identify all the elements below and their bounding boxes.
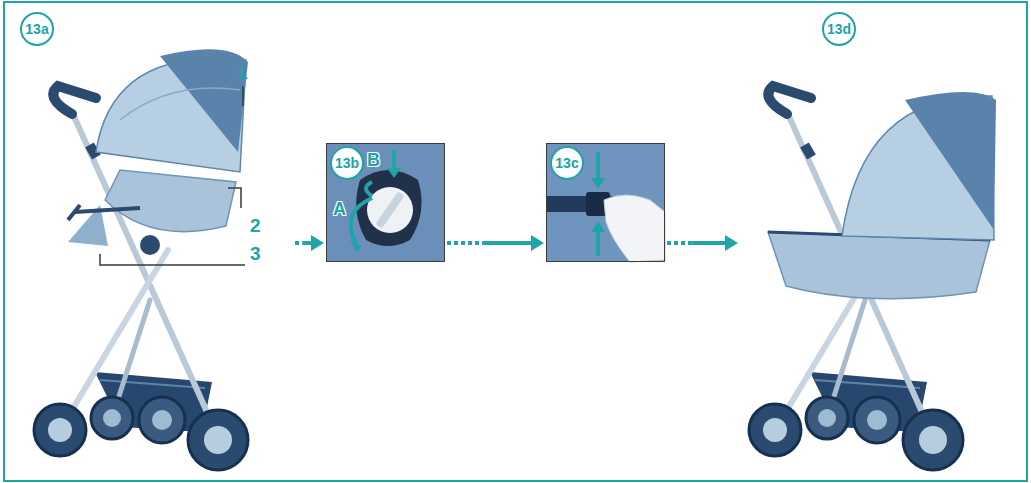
step-area: 13d xyxy=(740,6,1010,474)
step-arrow xyxy=(447,235,544,251)
callout-number: 2 xyxy=(250,216,261,235)
direction-letter: A xyxy=(333,200,346,218)
step-number: 13a xyxy=(20,12,54,46)
step-panel: 13c xyxy=(546,143,665,262)
step-number: 13d xyxy=(822,12,856,46)
step-number: 13c xyxy=(550,146,584,180)
callout-number: 3 xyxy=(250,244,261,263)
callout-number: 1 xyxy=(237,63,248,82)
step-arrow xyxy=(667,235,738,251)
step-area: 13a xyxy=(15,6,293,474)
step-number: 13b xyxy=(330,146,364,180)
step-arrow xyxy=(295,235,324,251)
direction-letter: B xyxy=(367,151,380,169)
